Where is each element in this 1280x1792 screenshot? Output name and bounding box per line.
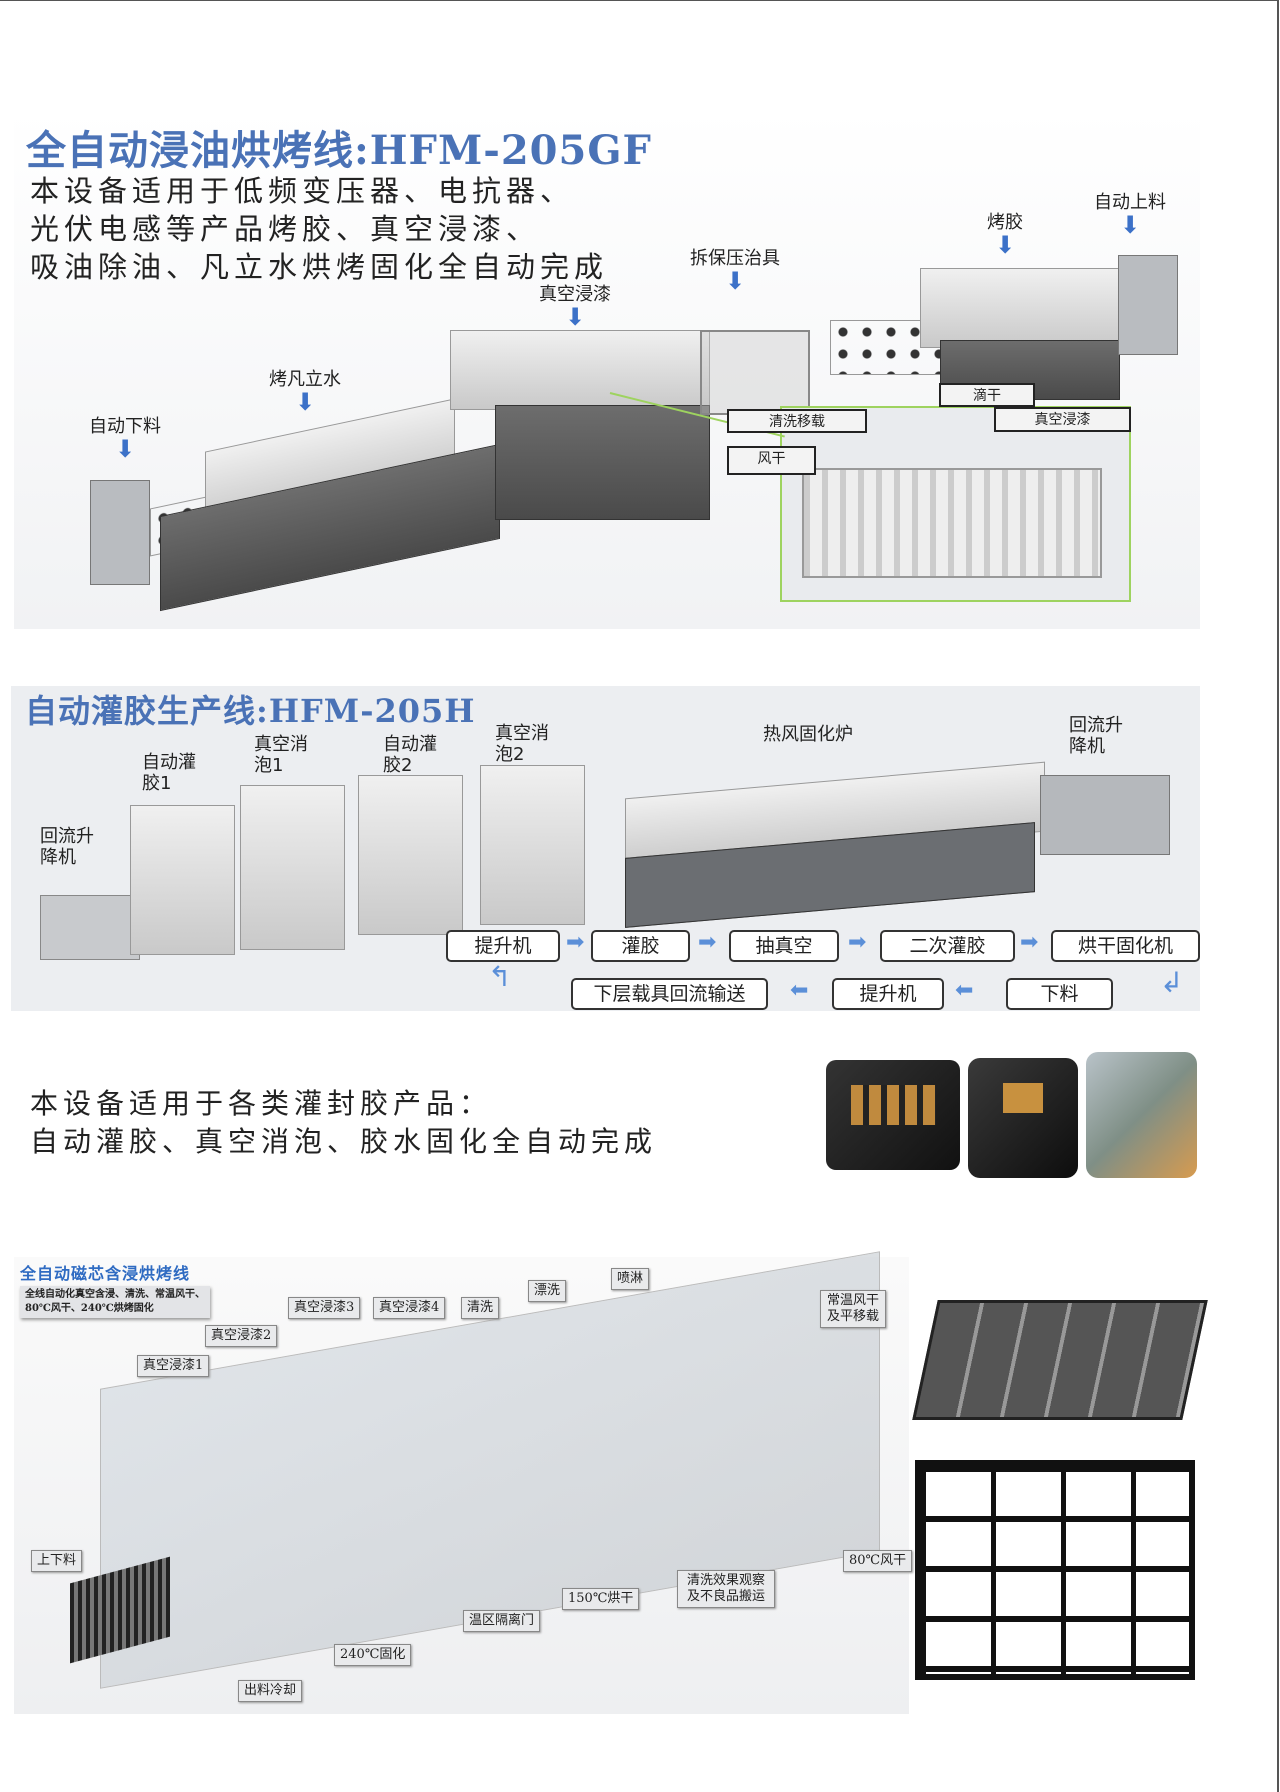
callout-inspection: 清洗效果观察及不良品搬运 xyxy=(677,1570,775,1608)
label-air-dry: 风干 xyxy=(727,446,816,475)
left-arrow-icon: ⬅ xyxy=(955,978,974,1003)
section4-title: 全自动磁芯含浸烘烤线 xyxy=(20,1264,191,1283)
down-arrow-icon: ⬇ xyxy=(564,303,586,331)
flow-step-second-potting: 二次灌胶 xyxy=(880,930,1015,962)
label-defoam-2: 真空消泡2 xyxy=(495,723,549,765)
down-arrow-icon: ⬇ xyxy=(114,435,136,463)
section1-description: 本设备适用于低频变压器、电抗器、 光伏电感等产品烤胶、真空浸漆、 吸油除油、凡立… xyxy=(30,172,608,286)
callout-room-temp-dry: 常温风干及平移载 xyxy=(820,1290,886,1328)
label-bake-glue: 烤胶⬇ xyxy=(975,212,1035,257)
left-arrow-icon: ⬅ xyxy=(790,978,809,1003)
label-wash-transfer: 清洗移载 xyxy=(727,409,867,433)
label-fixture: 拆保压治具⬇ xyxy=(680,248,790,293)
flow-step-vacuum: 抽真空 xyxy=(729,930,839,962)
callout-zone-door: 温区隔离门 xyxy=(463,1610,541,1632)
section1-title: 全自动浸油烘烤线:HFM-205GF xyxy=(26,127,652,174)
down-arrow-icon: ⬇ xyxy=(294,388,316,416)
desc-line: 本设备适用于各类灌封胶产品： xyxy=(30,1087,493,1120)
callout-vacuum-dip-1: 真空浸漆1 xyxy=(137,1355,210,1377)
callout-vacuum-dip-2: 真空浸漆2 xyxy=(205,1325,278,1347)
lift-right-machine xyxy=(1040,775,1170,855)
down-arrow-icon: ⬇ xyxy=(994,231,1016,259)
product-image-2 xyxy=(968,1058,1078,1178)
section3-description: 本设备适用于各类灌封胶产品： 自动灌胶、真空消泡、胶水固化全自动完成 xyxy=(30,1085,657,1161)
label-lift-right: 回流升降机 xyxy=(1069,715,1123,757)
label-potting-2: 自动灌胶2 xyxy=(383,734,437,776)
turn-arrow-icon: ↲ xyxy=(1160,966,1184,999)
callout-150c-dry: 150℃烘干 xyxy=(562,1588,640,1610)
potting-machine-1 xyxy=(130,805,235,955)
flow-step-lift: 提升机 xyxy=(446,930,560,962)
label-text: 烤胶 xyxy=(987,212,1023,233)
flow-step-lift-2: 提升机 xyxy=(832,978,944,1010)
desc-line: 自动灌胶、真空消泡、胶水固化全自动完成 xyxy=(30,1125,658,1158)
callout-240c-cure: 240℃固化 xyxy=(334,1644,412,1666)
label-text: 真空浸漆 xyxy=(539,284,611,305)
right-arrow-icon: ➡ xyxy=(1020,930,1039,955)
coil-detail xyxy=(1003,1083,1043,1113)
detail-machine xyxy=(802,468,1102,578)
subtitle-line: 80℃风干、240℃烘烤固化 xyxy=(25,1303,154,1314)
flow-step-potting: 灌胶 xyxy=(591,930,690,962)
load-station xyxy=(1118,255,1178,355)
callout-load-unload: 上下料 xyxy=(31,1550,83,1572)
coil-detail xyxy=(851,1085,936,1125)
detail-frame xyxy=(780,406,1131,602)
label-bake-varnish: 烤凡立水⬇ xyxy=(255,369,355,414)
callout-vacuum-dip-3: 真空浸漆3 xyxy=(288,1297,361,1319)
fixture-station xyxy=(700,330,810,415)
label-vacuum-dip: 真空浸漆⬇ xyxy=(530,284,620,329)
label-text: 自动下料 xyxy=(89,416,161,437)
section2-title: 自动灌胶生产线:HFM-205H xyxy=(25,692,476,730)
label-text: 自动上料 xyxy=(1094,192,1166,213)
desc-line: 本设备适用于低频变压器、电抗器、 xyxy=(30,174,575,208)
callout-spray: 喷淋 xyxy=(611,1268,650,1290)
defoam-machine-1 xyxy=(240,785,345,950)
label-text: 拆保压治具 xyxy=(690,248,780,269)
section4-subtitle: 全线自动化真空含浸、清洗、常温风干、 80℃风干、240℃烘烤固化 xyxy=(20,1286,210,1318)
lift-left-machine xyxy=(40,895,140,960)
down-arrow-icon: ⬇ xyxy=(724,267,746,295)
turn-up-arrow-icon: ↰ xyxy=(488,960,512,993)
defoam-machine-2 xyxy=(480,765,585,925)
callout-80c-dry: 80℃风干 xyxy=(843,1550,913,1572)
subtitle-line: 全线自动化真空含浸、清洗、常温风干、 xyxy=(25,1289,205,1300)
basket-tray-image xyxy=(912,1300,1208,1420)
label-hot-air-oven: 热风固化炉 xyxy=(763,724,853,745)
callout-wash: 清洗 xyxy=(461,1297,500,1319)
label-lift-left: 回流升降机 xyxy=(40,826,94,868)
callout-rinse: 漂洗 xyxy=(528,1280,567,1302)
label-text: 烤凡立水 xyxy=(269,369,341,390)
right-arrow-icon: ➡ xyxy=(848,930,867,955)
flow-step-return: 下层载具回流输送 xyxy=(571,978,768,1010)
label-vacuum-dip-detail: 真空浸漆 xyxy=(994,407,1131,432)
down-arrow-icon: ⬇ xyxy=(1119,211,1141,239)
unload-station xyxy=(90,480,150,585)
potting-machine-2 xyxy=(358,775,463,935)
label-drip-dry: 滴干 xyxy=(939,383,1035,407)
label-auto-load: 自动上料⬇ xyxy=(1085,192,1175,237)
vacuum-dip-top xyxy=(450,330,710,410)
product-image-1 xyxy=(826,1060,960,1170)
flow-step-curing: 烘干固化机 xyxy=(1051,930,1200,962)
label-potting-1: 自动灌胶1 xyxy=(142,752,196,794)
label-defoam-1: 真空消泡1 xyxy=(254,734,308,776)
callout-cooling: 出料冷却 xyxy=(238,1680,303,1702)
vacuum-dip-body xyxy=(495,405,710,520)
desc-line: 吸油除油、凡立水烘烤固化全自动完成 xyxy=(30,250,609,284)
product-image-3 xyxy=(1086,1052,1197,1178)
callout-vacuum-dip-4: 真空浸漆4 xyxy=(373,1297,446,1319)
right-arrow-icon: ➡ xyxy=(566,930,585,955)
label-auto-unload: 自动下料⬇ xyxy=(80,416,170,461)
right-arrow-icon: ➡ xyxy=(698,930,717,955)
flow-step-unload: 下料 xyxy=(1006,978,1113,1010)
desc-line: 光伏电感等产品烤胶、真空浸漆、 xyxy=(30,212,541,246)
glue-oven xyxy=(920,268,1120,348)
rack-image xyxy=(915,1460,1195,1680)
